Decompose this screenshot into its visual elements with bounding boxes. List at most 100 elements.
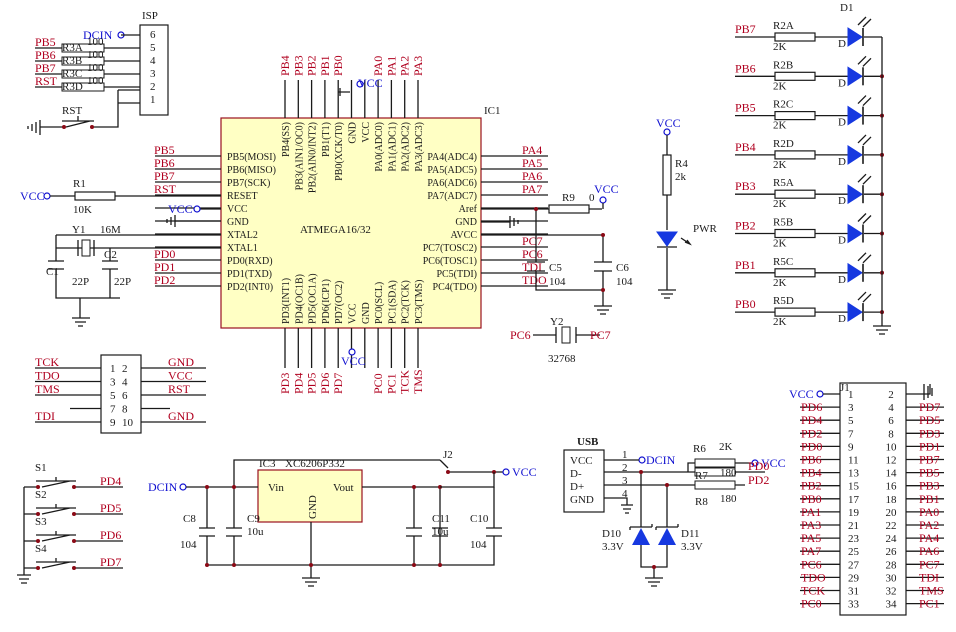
mcu-pin-left-10: PD2(INT0) [227,282,273,293]
mcu-net-pa6: PA6 [522,169,542,183]
hdr-pin-9: 9 [848,441,854,453]
mcu-net-pb5: PB5 [154,143,175,157]
led-res-val-3: 2K [773,159,787,171]
mcu-net-pb6: PB6 [154,156,175,170]
switch-net-pd7: PD7 [100,555,121,569]
hdr-pin-31: 31 [848,586,859,598]
mcu-pin-top-7: PA0(ADC0) [374,122,385,172]
hdr-pin-18: 18 [886,494,898,506]
ldo-vout: Vout [333,482,354,494]
switch-1: S1 [35,462,47,474]
mcu-net-b-pd5: PD5 [305,373,319,394]
mcu-ref: IC1 [484,105,501,117]
led-res-val-2: 2K [773,120,787,132]
j2-ref: J2 [443,449,453,461]
hdr-pin-26: 26 [886,546,898,558]
led-ref-7: D [838,313,846,325]
mcu-pin-top-9: PA2(ADC2) [401,122,412,172]
r9-val: 0 [589,192,595,204]
hdr-pin-12: 12 [886,455,897,467]
mcu-pin-bottom-6: GND [361,302,372,324]
r1-val: 10K [73,204,92,216]
mcu-pin-bottom-5: VCC [348,303,359,324]
usb-num-1: 2 [622,462,628,474]
mcu-pin-top-3: PB1(T1) [321,122,332,157]
isp-net-pb6: PB6 [35,48,56,62]
hdr-net-left-8: PB0 [801,492,822,506]
ldo-gnd: GND [307,495,319,519]
jtag-pin-6: 6 [122,390,128,402]
mcu-pin-left-4: VCC [227,204,248,215]
led-ref-1: D [838,77,846,89]
mcu-net-b-pc1: PC1 [384,373,398,394]
led-res-val-5: 2K [773,238,787,250]
pwr-vcc: VCC [656,116,681,130]
hdr-pin-25: 25 [848,546,860,558]
isp-res-val-1: 100 [87,49,104,61]
led-net-6: PB1 [735,258,756,272]
mcu-net-tdo: TDO [522,273,547,287]
mcu-pin-right-6: AVCC [451,230,478,241]
mcu-pin-bottom-9: PC2(TCK) [401,280,412,324]
reset-circuit: VCC R1 10K VCC [20,178,221,227]
mcu-pin-bottom-8: PC1(SDA) [387,280,398,324]
c10-val: 104 [470,539,487,551]
r1-ref: R1 [73,178,86,190]
led-ref-6: D [838,274,846,286]
jtag-pin-4: 4 [122,377,128,389]
led-ref-0: D [838,38,846,50]
led-res-val-6: 2K [773,277,787,289]
hdr-pin-2: 2 [888,389,894,401]
aref-vcc: VCC [594,182,619,196]
mcu-bottom-vcc: VCC [341,354,366,368]
mcu-net-pb7: PB7 [154,169,175,183]
mcu-net-b-pd3: PD3 [278,373,292,394]
ldo-ref: IC3 [259,458,276,470]
hdr-net-left-7: PB2 [801,479,822,493]
mcu-pin-right-10: PC4(TDO) [433,282,477,293]
led-res-val-1: 2K [773,80,787,92]
mcu-net-pc6: PC6 [522,247,543,261]
c9-ref: C9 [247,513,260,525]
isp-res-val-3: 100 [87,75,104,87]
mcu-pin-left-7: XTAL1 [227,243,258,254]
jtag-pin-3: 3 [110,377,116,389]
isp-pin-6: 6 [150,29,156,41]
c2-ref: C2 [104,249,117,261]
y1-ref: Y1 [72,224,85,236]
mcu-net-b-pc0: PC0 [371,373,385,394]
jtag-net-right-2: RST [168,382,191,396]
mcu-pin-right-8: PC6(TOSC1) [423,256,477,267]
j1-vcc: VCC [789,387,814,401]
aref-circuit: R9 0 VCC C5 104 C6 104 [481,182,633,315]
mcu-net-b-pd4: PD4 [291,373,305,394]
led-net-0: PB7 [735,22,756,36]
isp-res-3: R3D [62,81,83,93]
led-ref-5: D [838,235,846,247]
mcu-pin-left-6: XTAL2 [227,230,258,241]
jtag-net-left-2: TMS [35,382,60,396]
pwr-label: PWR [693,223,718,235]
jtag-pin-8: 8 [122,404,128,416]
y1-val: 16M [100,224,121,236]
c10-ref: C10 [470,513,489,525]
hdr-net-left-2: PD4 [801,413,822,427]
mcu-body [220,117,482,329]
mcu-net-b-tck: TCK [398,370,412,394]
mcu-net-pc7: PC7 [522,234,543,248]
y2-val: 32768 [548,353,576,365]
ldo-part: XC6206P332 [285,458,345,470]
usb-dcin: DCIN [646,453,676,467]
hdr-pin-16: 16 [886,481,898,493]
led-res-5: R5B [773,217,793,229]
mcu-net-pb4: PB4 [278,55,292,76]
switch-2: S2 [35,489,47,501]
jtag-net-left-4: TDI [35,409,55,423]
isp-dcin: DCIN [83,28,113,42]
usb-num-2: 3 [622,475,628,487]
c8-ref: C8 [183,513,196,525]
hdr-net-left-16: PC0 [801,597,822,611]
jtag-net-right-4: GND [168,409,194,423]
ldo-body [257,469,363,523]
